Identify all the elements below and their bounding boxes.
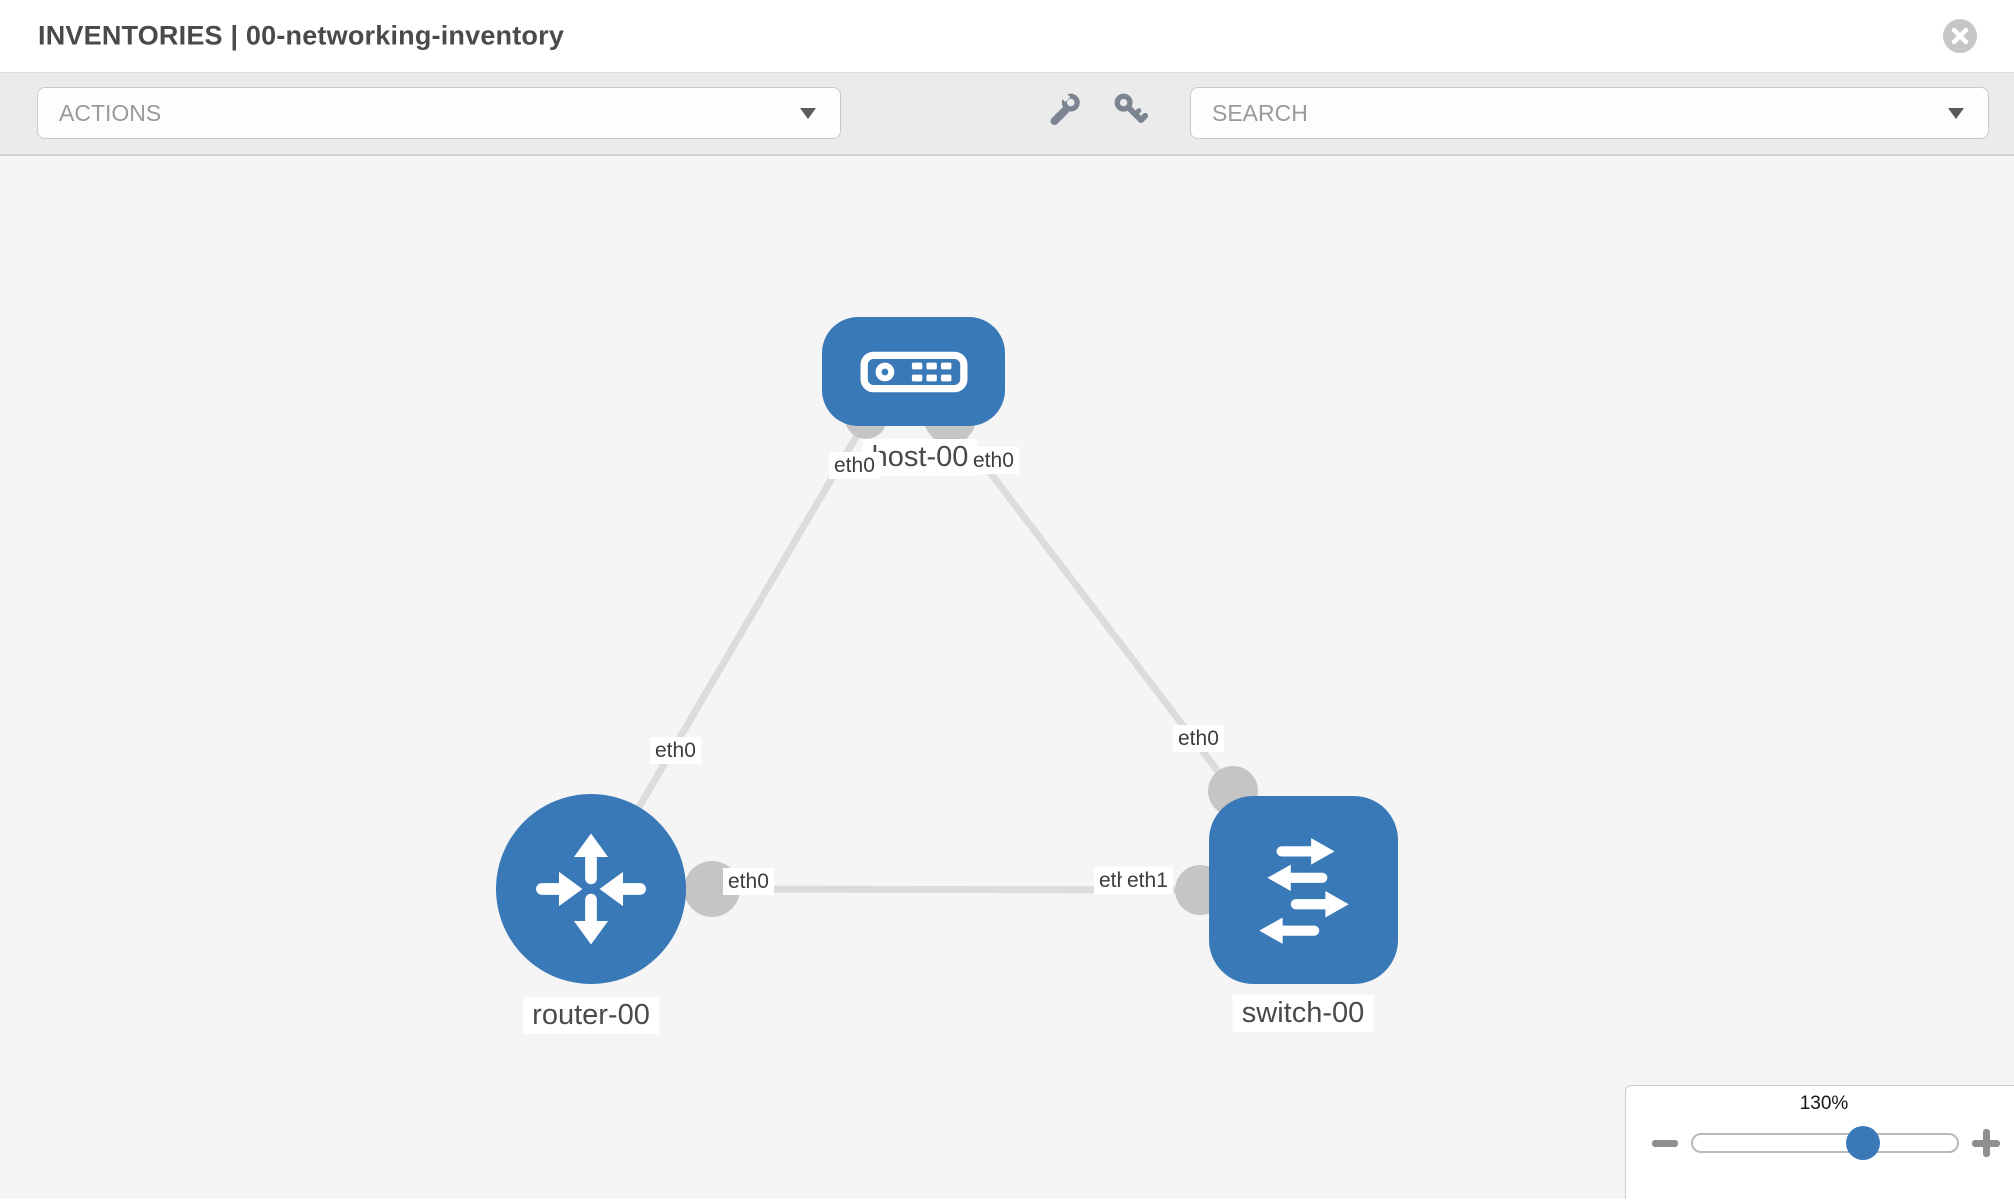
switch-exchange-arrows-icon	[1258, 838, 1349, 944]
key-icon[interactable]	[1112, 91, 1150, 129]
header-bar: INVENTORIES | 00-networking-inventory	[0, 0, 2014, 73]
actions-dropdown-label: ACTIONS	[59, 100, 162, 126]
actions-dropdown[interactable]: ACTIONS	[37, 87, 841, 139]
page-title: INVENTORIES | 00-networking-inventory	[38, 20, 565, 51]
iface-label-switch-eth1: eth1	[1122, 867, 1173, 895]
zoom-control-panel: 130%	[1625, 1085, 2014, 1199]
toolbar: ACTIONS SEARCH	[0, 73, 2014, 156]
plus-icon[interactable]	[1972, 1129, 2000, 1157]
iface-label-host-eth0-right: eth0	[968, 447, 1019, 475]
wrench-glyph	[1050, 89, 1080, 126]
node-host-00[interactable]	[822, 317, 1005, 426]
zoom-slider-track[interactable]	[1691, 1133, 1959, 1153]
minus-icon[interactable]	[1652, 1140, 1678, 1147]
server-icon	[860, 351, 967, 392]
wrench-icon[interactable]	[1046, 89, 1084, 129]
chevron-down-icon	[800, 108, 816, 119]
zoom-percent-value: 130%	[1799, 1093, 1849, 1114]
iface-label-host-eth0-left: eth0	[829, 452, 880, 480]
node-label-host: host-00	[862, 439, 978, 477]
zoom-slider-handle[interactable]	[1846, 1126, 1880, 1160]
iface-label-router-eth0-up: eth0	[650, 737, 701, 765]
iface-label-router-eth0-mid: eth0	[723, 868, 774, 896]
node-label-router: router-00	[523, 997, 659, 1035]
close-icon[interactable]	[1943, 19, 1977, 53]
plus-vertical-bar	[1982, 1129, 1990, 1157]
close-x-glyph	[1951, 27, 1969, 45]
search-placeholder: SEARCH	[1212, 100, 1308, 126]
key-glyph	[1114, 93, 1149, 123]
links-layer	[587, 392, 1258, 917]
chevron-down-icon	[1948, 108, 1964, 119]
topology-canvas[interactable]: host-00 router-00 switch-00 eth0 eth0 et…	[0, 156, 2014, 1199]
node-switch-00[interactable]	[1209, 796, 1398, 984]
search-dropdown[interactable]: SEARCH	[1190, 87, 1989, 139]
iface-label-switch-eth0-up: eth0	[1173, 725, 1224, 753]
router-crossing-arrows-icon	[536, 833, 646, 945]
node-router-00[interactable]	[496, 794, 686, 984]
node-label-switch: switch-00	[1232, 995, 1374, 1033]
